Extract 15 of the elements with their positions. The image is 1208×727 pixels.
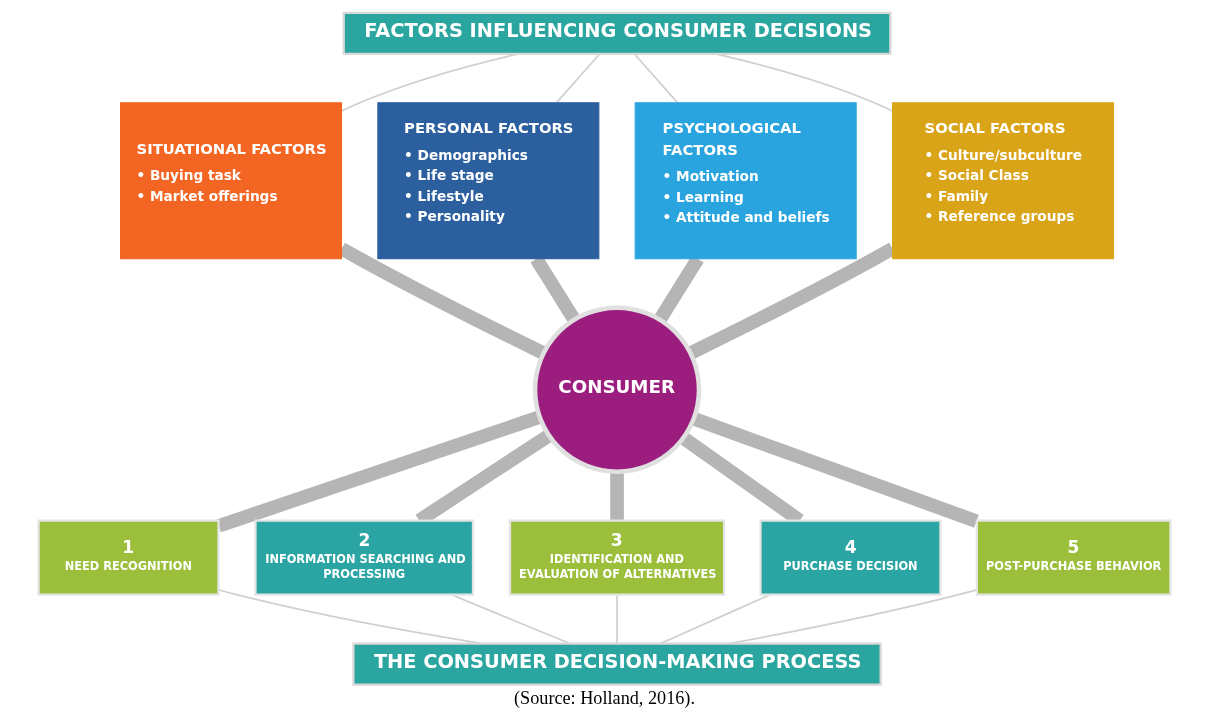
node-box: THE CONSUMER DECISION-MAKING PROCESS (351, 642, 882, 686)
node-box: FACTORS INFLUENCING CONSUMER DECISIONS (342, 11, 891, 55)
node-box: 4 PURCHASE DECISION (758, 519, 942, 596)
node-box: 1 NEED RECOGNITION (36, 519, 220, 596)
node-box: 5 POST-PURCHASE BEHAVIOR (975, 519, 1172, 596)
node-box: SITUATIONAL FACTORS • Buying task • Market offerings (119, 102, 342, 260)
node-box: PERSONAL FACTORS • Demographics • Life stage • Lifestyle • Personality (376, 102, 599, 260)
node-box: SOCIAL FACTORS • Culture/subculture • Social Class • Family • Reference groups (891, 102, 1114, 260)
node-circle: CONSUMER (532, 305, 701, 474)
node-box: PSYCHOLOGICAL FACTORS • Motivation • Learning • Attitude and beliefs (634, 102, 857, 260)
node-box: 2 INFORMATION SEARCHING AND PROCESSING (253, 519, 474, 596)
connector (216, 410, 542, 533)
caption: (Source: Holland, 2016). (513, 687, 695, 708)
node-box: 3 IDENTIFICATION AND EVALUATION OF ALTERNATIVES (508, 519, 725, 596)
connector (691, 412, 979, 528)
